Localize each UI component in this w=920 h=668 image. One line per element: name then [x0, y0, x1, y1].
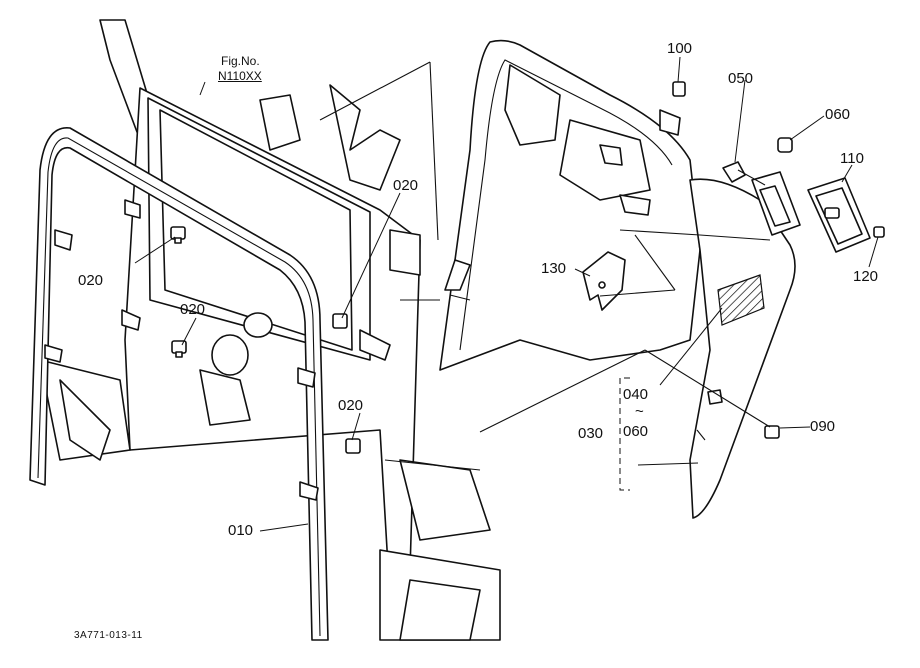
part-label-050: 050: [728, 70, 754, 87]
part-label-020-a: 020: [78, 272, 104, 289]
lamp-bracket: [751, 171, 801, 236]
hood-panel: [439, 39, 701, 371]
part-label-020-c: 020: [393, 177, 419, 194]
bracket-130: [582, 251, 626, 311]
part-label-010: 010: [228, 522, 254, 539]
bolt-020-c: [332, 313, 348, 329]
part-label-030: 030: [578, 425, 604, 442]
part-range-separator: ~: [635, 403, 644, 420]
front-frame-010: [29, 127, 329, 641]
bolt-100: [672, 81, 686, 97]
clip-050: [722, 161, 746, 183]
bolt-020-d: [345, 438, 361, 454]
side-cover-030: [689, 178, 796, 519]
part-label-040: 040: [623, 386, 649, 403]
background-frame-structure: [39, 19, 501, 641]
part-label-120: 120: [853, 268, 879, 285]
leader-lines: [134, 56, 879, 532]
part-label-020-d: 020: [338, 397, 364, 414]
drawing-code: 3A771-013-11: [74, 630, 143, 641]
part-label-060: 060: [825, 106, 851, 123]
screw-120: [873, 226, 885, 238]
part-label-020-b: 020: [180, 301, 206, 318]
part-label-110: 110: [840, 150, 864, 167]
part-label-130: 130: [541, 260, 567, 277]
bolt-020-a: [170, 226, 186, 244]
figure-reference-link[interactable]: N110XX: [218, 69, 262, 83]
figure-reference-line1: Fig.No.: [221, 54, 260, 68]
lamp-110: [807, 177, 871, 253]
part-label-100: 100: [667, 40, 693, 57]
part-label-060-range: 060: [623, 423, 649, 440]
part-label-090: 090: [810, 418, 836, 435]
grommet-060: [777, 137, 793, 153]
bolt-090: [764, 425, 780, 439]
